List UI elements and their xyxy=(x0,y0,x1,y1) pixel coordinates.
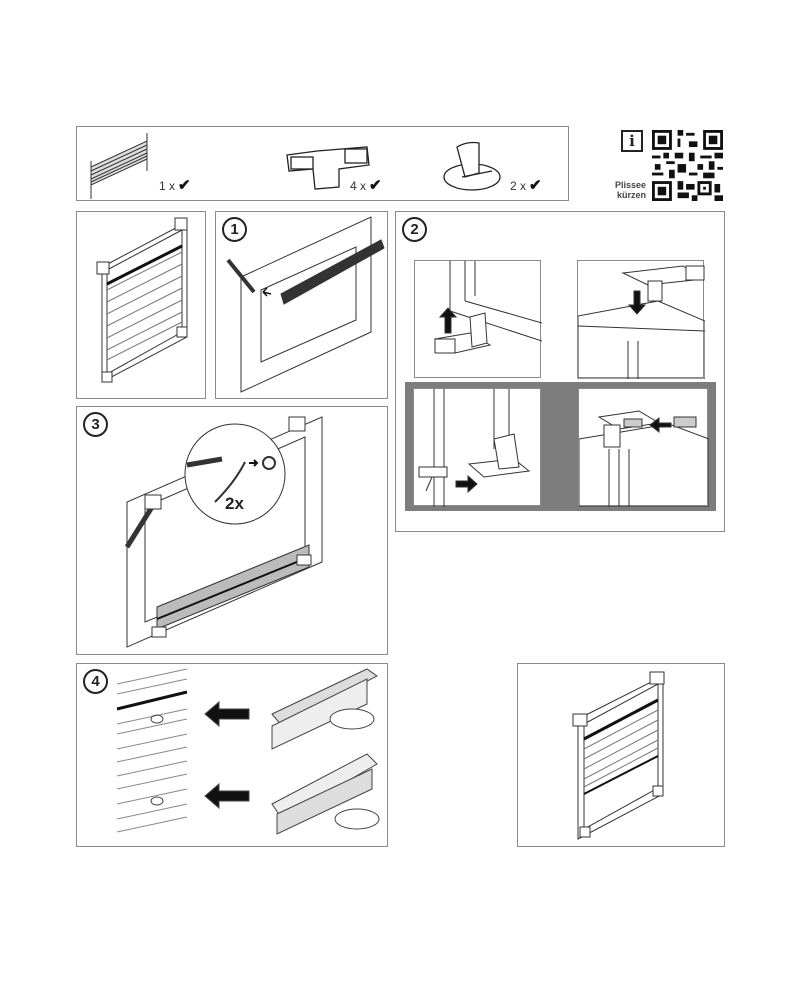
quantity-text: 4 x xyxy=(350,179,367,193)
step-number: 2 xyxy=(402,217,427,242)
quantity-text: 2 x xyxy=(510,179,527,193)
overview-panel xyxy=(76,211,206,399)
step-2c-frame xyxy=(413,388,541,507)
step-1-panel: 1 xyxy=(215,211,388,399)
step-1-illustration xyxy=(226,216,385,393)
step-2-panel: 2 xyxy=(395,211,725,532)
bracket-place-illustration xyxy=(578,265,705,379)
cord-holder-illustration xyxy=(443,141,501,191)
bracket-quantity: 4 x✔ xyxy=(350,176,382,194)
result-panel xyxy=(517,663,725,847)
step-3-illustration xyxy=(124,416,323,648)
clamp-bracket-illustration xyxy=(286,146,370,190)
step-2d-frame xyxy=(578,388,709,507)
check-icon: ✔ xyxy=(178,177,191,194)
holder-insert-illustration xyxy=(579,410,709,507)
info-icon: i xyxy=(621,130,643,152)
qr-caption-line1: Plissee xyxy=(614,180,646,190)
quantity-text: 1 x xyxy=(159,179,176,193)
step-4-panel: 4 xyxy=(76,663,388,847)
step-4-illustration xyxy=(116,668,380,835)
step-3-panel: 3 2x xyxy=(76,406,388,655)
bracket-attach-illustration xyxy=(433,261,542,354)
finished-blind-illustration xyxy=(572,671,665,840)
check-icon: ✔ xyxy=(369,177,382,194)
step-number: 3 xyxy=(83,412,108,437)
repeat-count: 2x xyxy=(225,494,244,513)
pleated-blind-illustration xyxy=(90,133,501,199)
parts-list-panel: 1 x✔ 4 x✔ 2 x✔ xyxy=(76,126,569,201)
installed-blind-illustration xyxy=(96,217,188,383)
step-2b-frame xyxy=(577,260,705,379)
blind-quantity: 1 x✔ xyxy=(159,176,191,194)
step-number: 4 xyxy=(83,669,108,694)
qr-caption-line2: kürzen xyxy=(616,190,646,200)
check-icon: ✔ xyxy=(529,177,542,194)
holder-quantity: 2 x✔ xyxy=(510,176,542,194)
holder-slide-illustration xyxy=(418,389,531,507)
step-number: 1 xyxy=(222,217,247,242)
step-2a-frame xyxy=(414,260,542,378)
qr-code[interactable] xyxy=(651,130,724,201)
